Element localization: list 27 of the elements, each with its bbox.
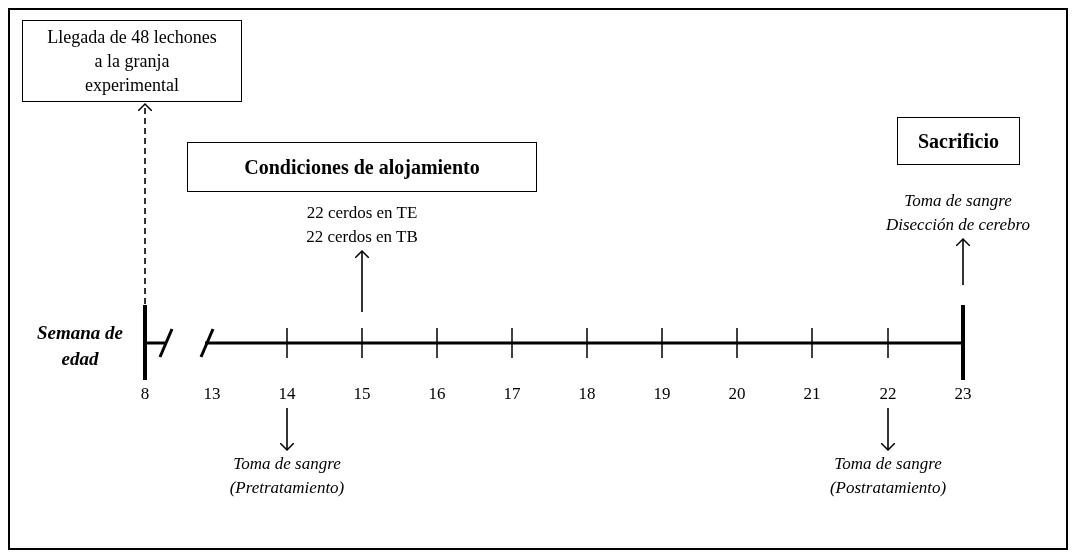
tick-label: 19 (653, 383, 671, 405)
event-box: Condiciones de alojamiento (187, 142, 537, 192)
tick-label: 17 (503, 383, 521, 405)
note-text: 22 cerdos en TB (306, 226, 418, 248)
tick-label: 14 (278, 382, 296, 406)
arrow (137, 103, 153, 305)
tick-label: 16 (428, 383, 446, 405)
tick-label: 22 (879, 382, 897, 406)
tick-label: 8 (140, 383, 150, 405)
note-text: Disección de cerebro (885, 214, 1031, 236)
event-note: Toma de sangre (Pretratamiento) (202, 452, 372, 500)
note-text: Toma de sangre (904, 190, 1012, 212)
tick-label: 15 (353, 383, 371, 405)
event-box: Llegada de 48 lechones a la granja experimental (22, 20, 242, 102)
tick-label: 23 (954, 383, 972, 405)
arrow (354, 250, 370, 313)
tick-label: 21 (803, 383, 821, 405)
arrow (955, 238, 971, 286)
arrow (279, 407, 295, 451)
event-note: Toma de sangre (Postratamiento) (803, 452, 973, 500)
note-text: 22 cerdos en TE (306, 202, 418, 224)
arrow (880, 407, 896, 451)
axis-label: Semana de edad (36, 321, 124, 371)
tick-label: 20 (728, 383, 746, 405)
tick-label: 18 (578, 383, 596, 405)
tick-label: 13 (203, 383, 221, 405)
event-box: Sacrificio (897, 117, 1020, 165)
